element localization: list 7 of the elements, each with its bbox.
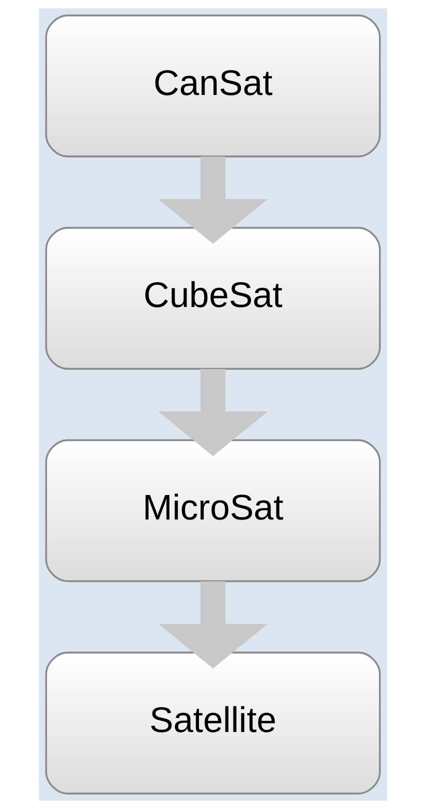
node-box: Satellite bbox=[45, 652, 381, 794]
node-box: CanSat bbox=[45, 14, 381, 158]
arrow bbox=[158, 581, 268, 669]
arrow bbox=[158, 369, 268, 456]
node-box: MicroSat bbox=[45, 439, 381, 582]
arrow bbox=[158, 156, 268, 244]
node-box: CubeSat bbox=[45, 226, 381, 370]
